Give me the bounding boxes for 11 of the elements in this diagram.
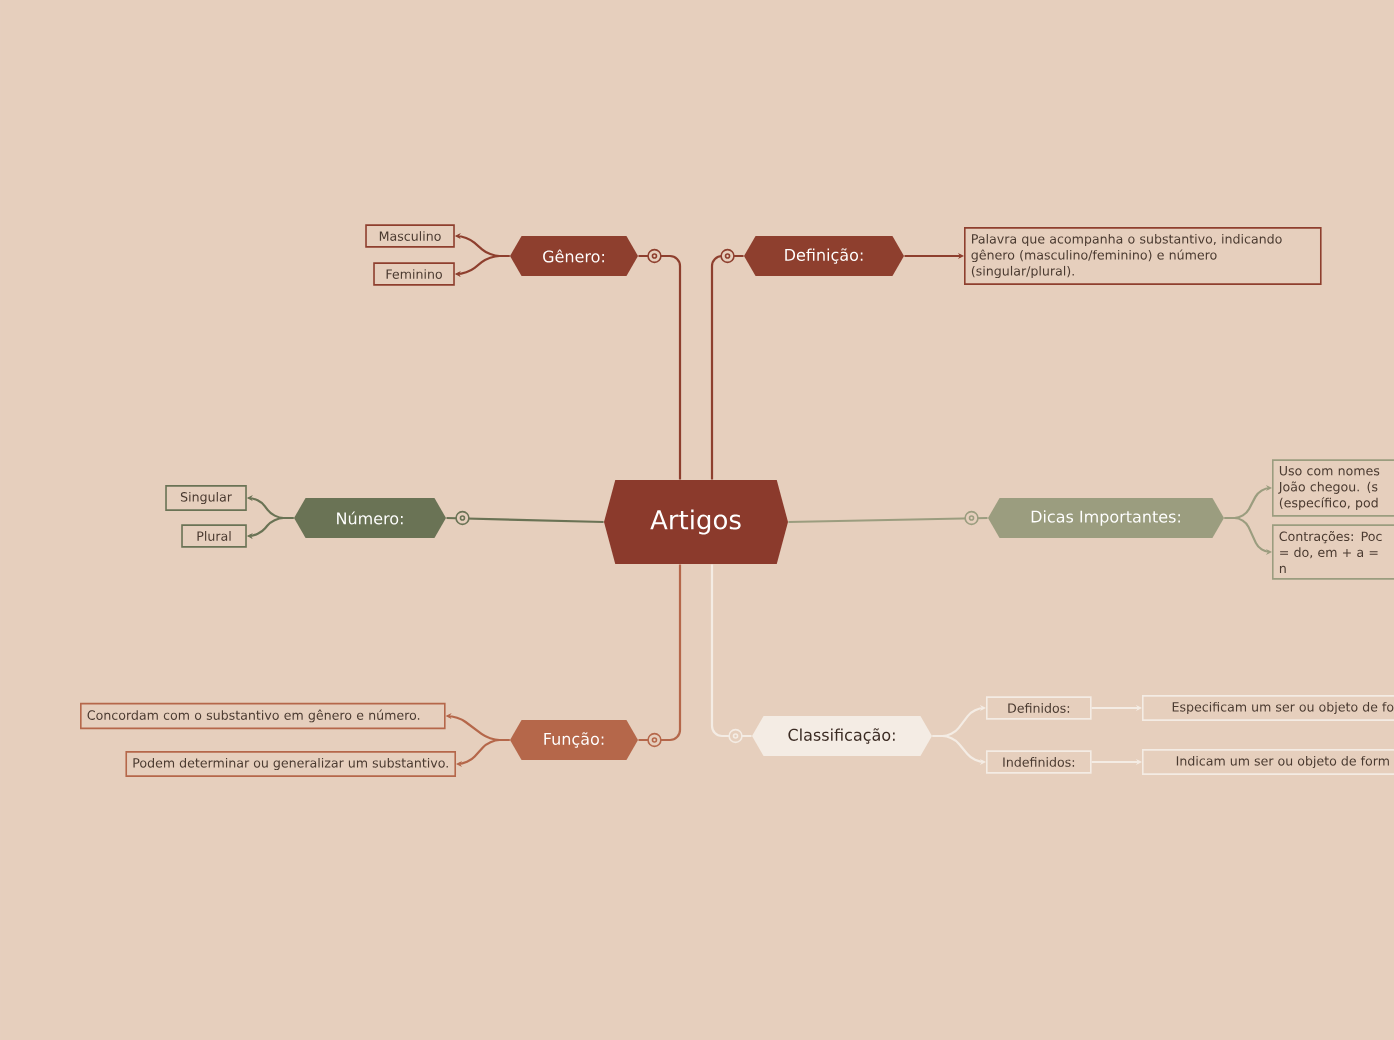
connector <box>710 254 744 480</box>
connector <box>710 564 752 738</box>
connector <box>638 564 682 742</box>
central-topic: Artigos <box>604 480 788 564</box>
topic-box: Gênero: <box>510 236 638 276</box>
connector <box>446 516 604 524</box>
connector <box>788 516 988 524</box>
topic-box: Definição: <box>744 236 904 276</box>
connector <box>456 738 510 768</box>
connector <box>638 254 682 480</box>
topic-box: Dicas Importantes: <box>988 498 1224 538</box>
